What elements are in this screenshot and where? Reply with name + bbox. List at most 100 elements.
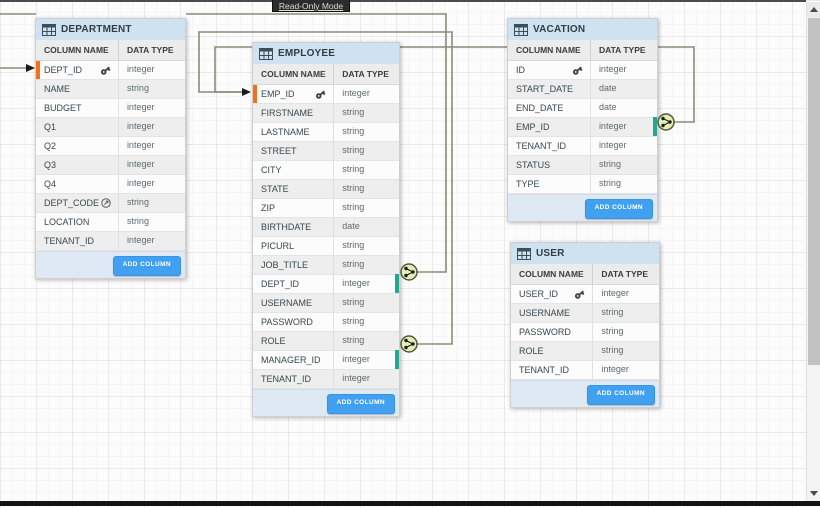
column-name: EMP_ID (516, 121, 550, 132)
relationship-line (0, 13, 36, 69)
column-row[interactable]: USER_ID integer (511, 285, 659, 304)
column-row[interactable]: USERNAME string (253, 294, 399, 313)
column-type: string (589, 175, 657, 193)
relationship-line (186, 13, 447, 273)
column-type: string (117, 213, 185, 231)
scroll-down-button[interactable] (807, 486, 820, 501)
column-name: Q2 (44, 140, 57, 151)
column-name: USERNAME (261, 297, 313, 308)
primary-key-icon (316, 90, 326, 99)
arrow-down-icon (810, 491, 818, 496)
relationship-port-icon[interactable] (400, 335, 418, 353)
data-type-header: DATA TYPE (589, 40, 657, 60)
column-row[interactable]: TENANT_ID integer (511, 361, 659, 380)
add-column-button[interactable]: ADD COLUMN (584, 199, 653, 219)
column-type: string (333, 294, 399, 312)
table-header[interactable]: DEPARTMENT (36, 19, 185, 40)
table-footer: ADD COLUMN (36, 251, 185, 278)
relationship-arrow-icon (242, 88, 251, 96)
fk-highlight-marker (395, 274, 399, 293)
relationship-port-icon[interactable] (400, 263, 418, 281)
column-row[interactable]: EMP_ID integer (253, 85, 399, 104)
primary-key-icon (575, 290, 585, 299)
column-type: string (592, 342, 659, 360)
column-name-header: COLUMN NAME (516, 45, 581, 55)
column-type: string (333, 237, 399, 255)
column-name: PASSWORD (261, 316, 313, 327)
column-name: BIRTHDATE (261, 221, 312, 232)
arrow-up-icon (810, 7, 818, 12)
column-type: integer (333, 351, 399, 369)
column-row[interactable]: DEPT_ID integer (36, 61, 185, 80)
relationship-line (198, 31, 453, 345)
column-name: DEPT_ID (261, 278, 300, 289)
add-column-button[interactable]: ADD COLUMN (586, 385, 655, 405)
add-column-button[interactable]: ADD COLUMN (112, 256, 181, 276)
primary-key-icon (100, 66, 111, 75)
table-grid-icon (514, 23, 528, 36)
relationship-line (214, 46, 695, 123)
column-type: integer (589, 137, 657, 155)
column-type: integer (117, 137, 185, 155)
column-type: integer (117, 156, 185, 174)
scroll-up-button[interactable] (807, 2, 820, 17)
table-title: EMPLOYEE (278, 48, 336, 59)
table-header[interactable]: EMPLOYEE (253, 43, 399, 64)
column-name: USERNAME (519, 307, 571, 318)
column-row[interactable]: DEPT_CODE string (36, 194, 185, 213)
column-row[interactable]: Q2 integer (36, 137, 185, 156)
table-header[interactable]: USER (511, 243, 659, 264)
column-type: string (117, 194, 185, 212)
table-grid-icon (517, 247, 531, 260)
column-type: integer (117, 175, 185, 193)
column-name: END_DATE (516, 102, 564, 113)
column-type: integer (117, 118, 185, 136)
table-footer: ADD COLUMN (508, 194, 657, 221)
vertical-scrollbar[interactable] (806, 2, 820, 501)
column-name: START_DATE (516, 83, 574, 94)
column-row[interactable]: ID integer (508, 61, 657, 80)
column-name: FIRSTNAME (261, 107, 314, 118)
add-column-button[interactable]: ADD COLUMN (326, 394, 395, 414)
column-type: integer (592, 361, 659, 379)
column-name: ID (516, 64, 525, 75)
column-row[interactable]: DEPT_ID integer (253, 274, 399, 294)
scrollbar-thumb[interactable] (808, 18, 820, 365)
column-name: TENANT_ID (519, 364, 570, 375)
relationship-port-icon[interactable] (657, 113, 675, 131)
column-type: integer (333, 275, 399, 293)
table-header[interactable]: VACATION (508, 19, 657, 40)
